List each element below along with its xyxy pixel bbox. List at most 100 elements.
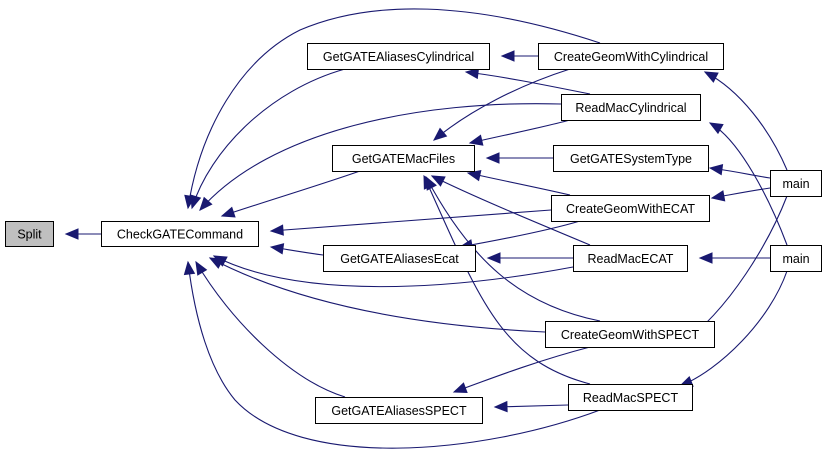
arrowhead-icon [485, 152, 500, 164]
edge-line [704, 71, 788, 171]
node-box[interactable] [573, 245, 688, 272]
edge-CreateGeomWithSPECT-to-GetGATEAliasesSPECT [452, 346, 591, 394]
edge-main2-to-ReadMacECAT [698, 252, 770, 264]
node-box[interactable] [568, 384, 693, 411]
node-main1[interactable]: main [770, 170, 822, 197]
node-box[interactable] [307, 43, 490, 70]
edge-CreateGeomWithCylindrical-to-GetGATEAliasesCylindrical [500, 50, 538, 62]
node-creategeomwithspect[interactable]: CreateGeomWithSPECT [545, 321, 715, 348]
node-box[interactable] [551, 195, 710, 222]
edge-line [270, 209, 552, 232]
edge-ReadMacSPECT-to-GetGATEMacFiles [423, 174, 591, 385]
arrowhead-icon [433, 127, 448, 141]
node-box[interactable] [545, 321, 715, 348]
arrowhead-icon [708, 163, 724, 176]
edge-line [187, 8, 601, 209]
edge-main1-to-CreateGeomWithCylindrical [703, 71, 788, 171]
node-box[interactable] [553, 145, 709, 172]
node-creategeomwithcylindrical[interactable]: CreateGeomWithCylindrical [538, 43, 724, 70]
node-box[interactable] [770, 170, 822, 197]
edge-GetGATEAliasesSPECT-to-CheckGATECommand [195, 260, 346, 398]
node-split[interactable]: Split [5, 221, 54, 247]
edge-line [709, 122, 788, 246]
arrowhead-icon [269, 243, 285, 255]
arrowhead-icon [466, 170, 482, 182]
arrowhead-icon [423, 174, 435, 190]
edge-ReadMacCylindrical-to-GetGATEMacFiles [468, 119, 571, 146]
node-box[interactable] [538, 43, 724, 70]
edge-line [453, 346, 591, 393]
edge-ReadMacCylindrical-to-GetGATEAliasesCylindrical [464, 67, 591, 95]
arrowhead-icon [486, 252, 501, 264]
node-label: main [782, 252, 809, 266]
node-checkgatecommand[interactable]: CheckGATECommand [101, 221, 259, 247]
arrowhead-icon [220, 206, 236, 218]
edge-CreateGeomWithCylindrical-to-CheckGATECommand [184, 8, 601, 210]
node-getgatealiasesecat[interactable]: GetGATEAliasesEcat [323, 245, 476, 272]
node-label: CreateGeomWithCylindrical [554, 50, 708, 64]
node-getgatealiasesspect[interactable]: GetGATEAliasesSPECT [315, 397, 483, 424]
node-getgatemacfiles[interactable]: GetGATEMacFiles [332, 145, 475, 172]
arrowhead-icon [184, 194, 196, 210]
node-box[interactable] [101, 221, 259, 247]
node-readmacecat[interactable]: ReadMacECAT [573, 245, 688, 272]
arrowhead-icon [64, 228, 79, 240]
edge-GetGATEAliasesCylindrical-to-CheckGATECommand [190, 68, 346, 210]
edge-line [187, 261, 601, 449]
edge-ReadMacCylindrical-to-CheckGATECommand [199, 103, 562, 211]
edge-CreateGeomWithECAT-to-GetGATEAliasesEcat [458, 220, 581, 251]
edge-line [459, 220, 581, 248]
node-readmaccylindrical[interactable]: ReadMacCylindrical [561, 94, 701, 121]
node-creategeomwithecat[interactable]: CreateGeomWithECAT [551, 195, 710, 222]
edge-line [465, 71, 591, 95]
arrowhead-icon [698, 252, 713, 264]
node-box[interactable] [315, 397, 483, 424]
nodes-layer: Split CheckGATECommand GetGATEAliasesCylin… [5, 43, 822, 424]
arrowhead-icon [464, 67, 480, 80]
edge-line [433, 68, 571, 141]
arrowhead-icon [500, 50, 515, 62]
node-box[interactable] [561, 94, 701, 121]
edge-line [467, 172, 571, 196]
edge-line [213, 255, 574, 288]
arrowhead-icon [195, 260, 208, 276]
arrowhead-icon [208, 257, 224, 269]
arrowhead-icon [468, 134, 484, 146]
node-label: CheckGATECommand [117, 228, 243, 242]
arrowhead-icon [703, 71, 719, 83]
arrowhead-icon [708, 122, 724, 135]
edge-ReadMacECAT-to-GetGATEMacFiles [430, 175, 591, 246]
node-box[interactable] [770, 245, 822, 272]
arrowhead-icon [452, 382, 468, 394]
node-box[interactable] [5, 221, 54, 247]
edge-line [195, 261, 346, 398]
edge-CreateGeomWithECAT-to-GetGATEMacFiles [466, 170, 571, 196]
edge-GetGATEMacFiles-to-CheckGATECommand [220, 170, 361, 218]
edge-line [469, 119, 571, 144]
node-getgatealiasescylindrical[interactable]: GetGATEAliasesCylindrical [307, 43, 490, 70]
node-getgatesystemtype[interactable]: GetGATESystemType [553, 145, 709, 172]
edge-CreateGeomWithECAT-to-CheckGATECommand [269, 209, 552, 236]
edge-line [221, 170, 361, 217]
edge-line [199, 103, 562, 211]
node-label: Split [17, 228, 42, 242]
edge-GetGATEAliasesEcat-to-CheckGATECommand [269, 243, 324, 256]
edge-line [423, 175, 591, 385]
edge-CreateGeomWithSPECT-to-CheckGATECommand [208, 257, 546, 333]
node-main2[interactable]: main [770, 245, 822, 272]
node-readmacspect[interactable]: ReadMacSPECT [568, 384, 693, 411]
node-box[interactable] [332, 145, 475, 172]
edge-ReadMacSPECT-to-GetGATEAliasesSPECT [493, 400, 569, 413]
node-label: ReadMacSPECT [583, 391, 679, 405]
edge-line [425, 176, 601, 322]
edge-main1-to-CreateGeomWithECAT [710, 187, 771, 202]
arrowhead-icon [183, 260, 196, 276]
edge-ReadMacECAT-to-GetGATEAliasesEcat [486, 252, 573, 264]
edge-line [679, 270, 788, 387]
node-label: ReadMacCylindrical [575, 101, 686, 115]
node-box[interactable] [323, 245, 476, 272]
edge-line [209, 257, 546, 333]
node-label: GetGATEAliasesEcat [340, 252, 459, 266]
node-label: GetGATEMacFiles [352, 152, 455, 166]
